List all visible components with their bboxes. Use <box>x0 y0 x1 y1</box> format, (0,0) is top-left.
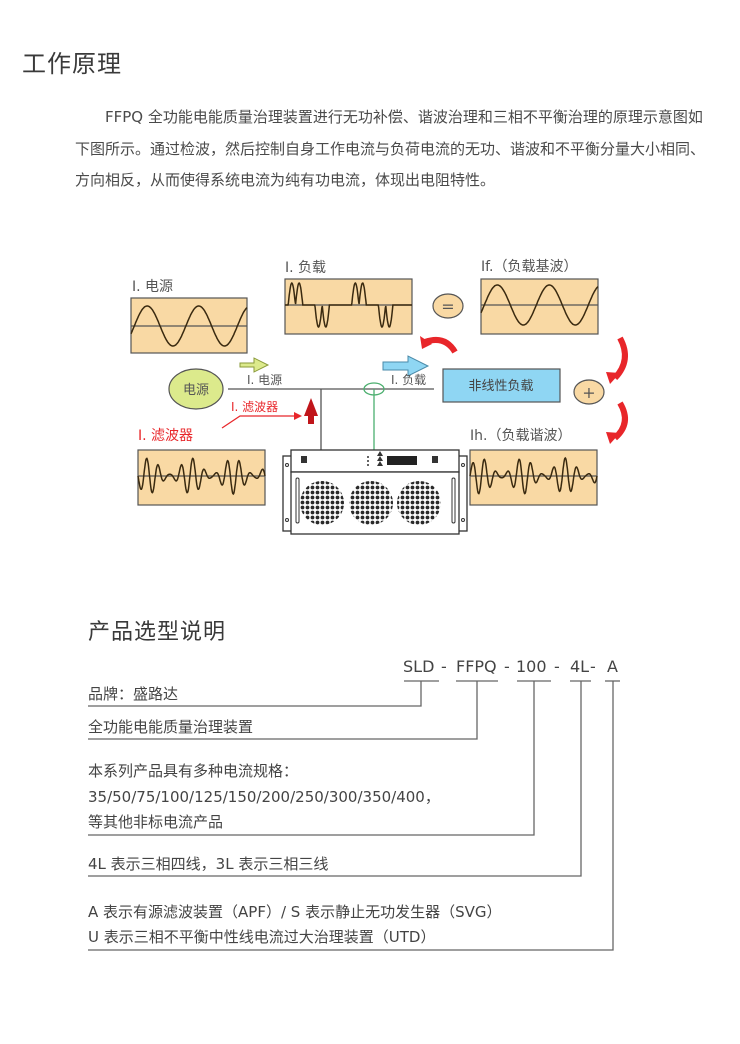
source-node-label: 电源 <box>183 383 209 398</box>
code-sep: - <box>590 657 596 676</box>
section-title-model-selection: 产品选型说明 <box>88 620 227 645</box>
source-wave-label: I. 电源 <box>132 279 173 295</box>
nonlinear-load-box <box>442 368 561 403</box>
load-wave <box>285 281 412 328</box>
code-part-wiring: 4L <box>570 657 590 676</box>
fundamental-wave-label: If.（负载基波） <box>481 258 578 275</box>
load-wave-label: I. 负载 <box>285 260 326 276</box>
type-description-line-1: A 表示有源滤波装置（APF）/ S 表示静止无功发生器（SVG） <box>88 903 502 921</box>
code-part-sld: SLD <box>403 657 435 676</box>
source-current-arrow-icon <box>239 357 270 373</box>
filter-device-image <box>282 449 468 535</box>
section-title-working-principle: 工作原理 <box>22 50 122 78</box>
current-spec-line-1: 本系列产品具有多种电流规格： <box>88 762 299 780</box>
red-curved-arrow-top <box>424 337 458 354</box>
principle-diagram: I. 电源 I. 负载 = If.（负载基波） 电源 I. 电源 I. 滤波器 … <box>130 258 628 535</box>
brand-description: 品牌：盛路达 <box>88 685 179 703</box>
equals-sign: = <box>441 297 454 316</box>
harmonic-wave <box>469 456 598 495</box>
fundamental-wave <box>480 284 599 326</box>
intro-paragraph: FFPQ 全功能电能质量治理装置进行无功补偿、谐波治理和三相不平衡治理的原理示意… <box>75 102 715 197</box>
fan-icon <box>300 481 344 525</box>
code-part-type: A <box>607 657 618 676</box>
nonlinear-load-label: 非线性负载 <box>468 379 533 394</box>
equals-icon <box>432 293 464 319</box>
plus-sign: + <box>582 383 595 402</box>
code-part-current: 100 <box>516 657 547 676</box>
plus-icon <box>573 379 605 405</box>
code-part-ffpq: FFPQ <box>456 657 497 676</box>
line-load-label: I. 负载 <box>391 373 426 387</box>
code-sep: - <box>504 657 510 676</box>
harmonic-wave-label: Ih.（负载谐波） <box>470 428 571 444</box>
load-current-arrow-icon <box>382 355 430 377</box>
fan-icon <box>349 481 393 525</box>
source-node <box>168 368 224 410</box>
filter-wave <box>137 457 266 496</box>
code-sep: - <box>441 657 447 676</box>
current-spec-line-3: 等其他非标电流产品 <box>88 813 224 831</box>
filter-up-arrow-icon <box>304 398 318 416</box>
product-description: 全功能电能质量治理装置 <box>88 718 254 736</box>
line-source-label: I. 电源 <box>247 373 282 387</box>
intro-text: FFPQ 全功能电能质量治理装置进行无功补偿、谐波治理和三相不平衡治理的原理示意… <box>75 108 706 189</box>
code-sep: - <box>554 657 560 676</box>
current-sensor-icon <box>363 382 385 396</box>
source-wave <box>130 305 248 347</box>
fan-icon <box>397 481 441 525</box>
type-description-line-2: U 表示三相不平衡中性线电流过大治理装置（UTD） <box>88 928 436 946</box>
fundamental-wave-box <box>480 278 599 335</box>
filter-wave-label: I. 滤波器 <box>138 428 193 444</box>
line-filter-label: I. 滤波器 <box>231 400 278 414</box>
current-spec-line-2: 35/50/75/100/125/150/200/250/300/350/400… <box>88 788 440 806</box>
wiring-description: 4L 表示三相四线，3L 表示三相三线 <box>88 855 329 873</box>
